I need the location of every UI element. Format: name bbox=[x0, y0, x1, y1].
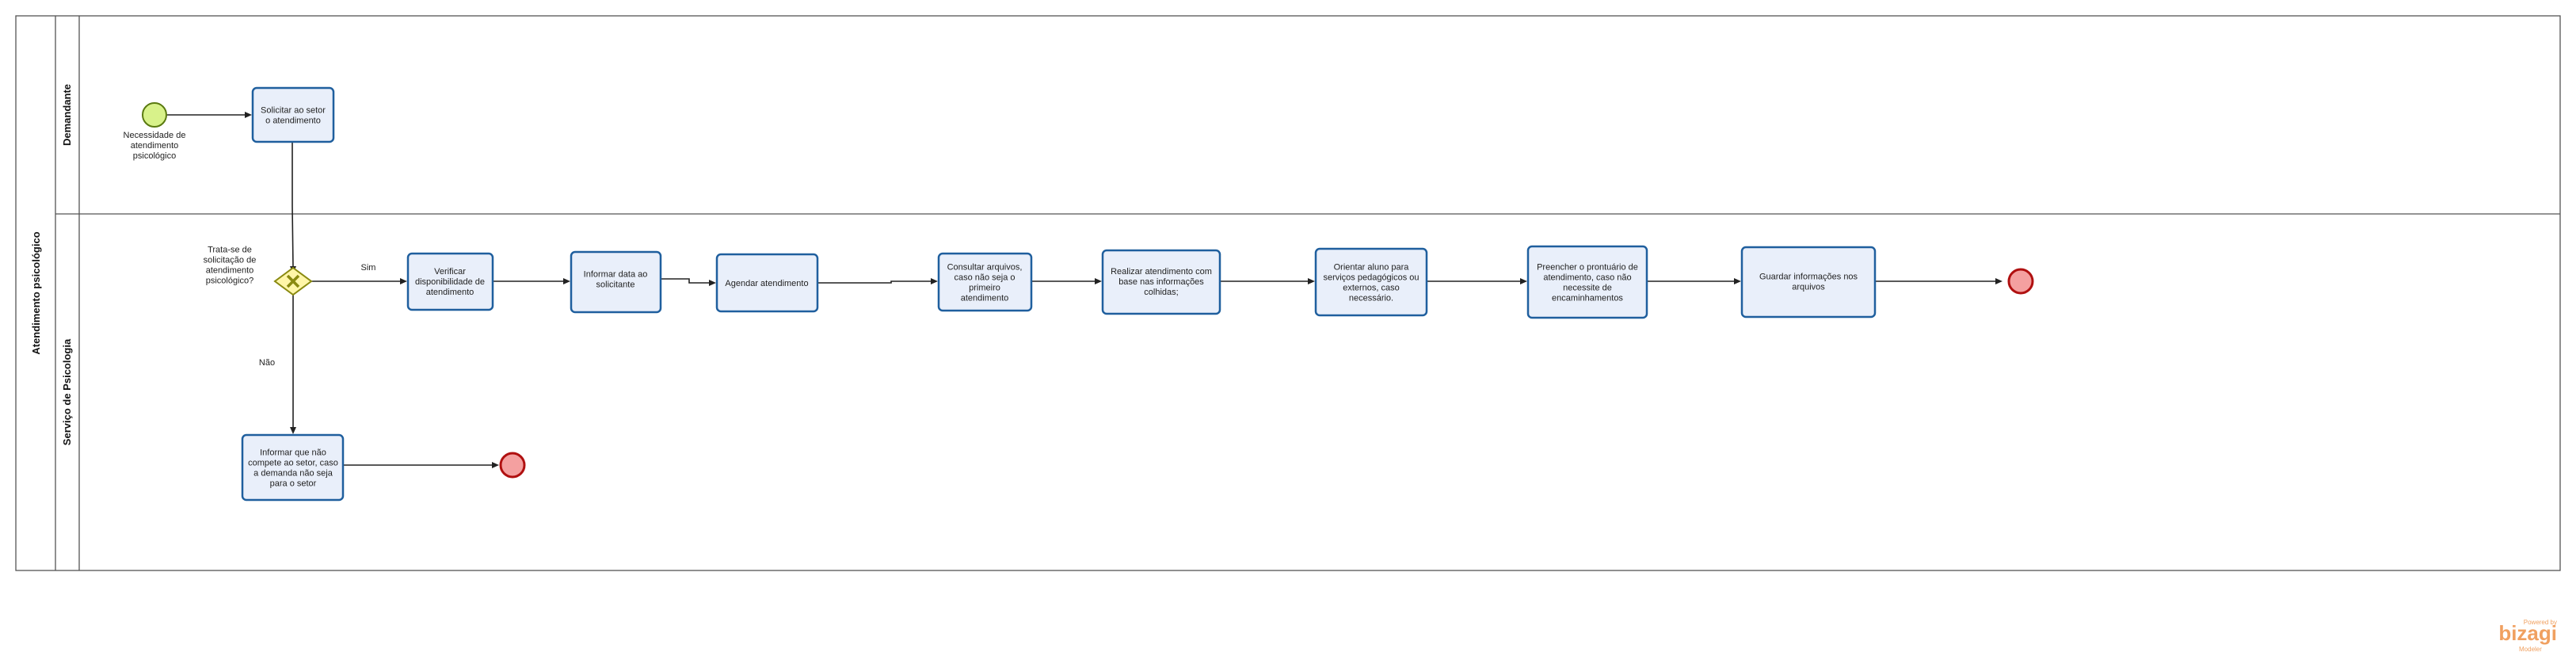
arrowhead bbox=[1734, 278, 1741, 284]
flow-informar-agendar bbox=[661, 278, 711, 284]
watermark-brand: bizagi bbox=[2498, 621, 2557, 645]
flow-label-nao: Não bbox=[259, 358, 275, 368]
label-line: Verificar bbox=[434, 267, 466, 277]
label-line: compete ao setor, caso bbox=[248, 459, 338, 468]
exclusive-gateway[interactable] bbox=[273, 266, 313, 296]
label-line: a demanda não seja bbox=[253, 469, 333, 479]
watermark-edition: Modeler bbox=[2519, 646, 2542, 653]
end-event-rejected[interactable] bbox=[499, 452, 526, 479]
label-line: base nas informações bbox=[1118, 277, 1204, 287]
label-line: disponibilidade de bbox=[415, 277, 485, 287]
flow-agendar-consultar bbox=[817, 280, 932, 284]
arrowhead bbox=[245, 112, 252, 118]
flow-label-sim: Sim bbox=[361, 263, 376, 273]
label-line: Consultar arquivos, bbox=[947, 263, 1023, 273]
end-event-success[interactable] bbox=[2007, 268, 2034, 295]
arrowhead bbox=[1520, 278, 1527, 284]
label-line: solicitação de bbox=[204, 256, 257, 265]
label-line: caso não seja o bbox=[954, 273, 1015, 283]
label-line: atendimento bbox=[426, 288, 474, 297]
arrowhead bbox=[400, 278, 407, 284]
label-line: Informar data ao bbox=[584, 270, 648, 280]
flow-solicitar-gateway bbox=[292, 143, 294, 269]
pool-border bbox=[15, 15, 2561, 571]
label-line: Orientar aluno para bbox=[1334, 263, 1410, 273]
lane-name-demandante: Demandante bbox=[61, 84, 73, 146]
sequence-flows bbox=[167, 114, 1997, 466]
label-line: psicológico bbox=[133, 151, 176, 161]
label-line: serviços pedagógicos ou bbox=[1323, 273, 1419, 283]
label-line: Guardar informações nos bbox=[1759, 273, 1858, 282]
arrowhead bbox=[1308, 278, 1315, 284]
x-marker-icon bbox=[286, 274, 300, 288]
label-line: Solicitar ao setor bbox=[261, 106, 326, 116]
label-line: externos, caso bbox=[1343, 284, 1400, 293]
label-line: arquivos bbox=[1792, 283, 1825, 292]
arrowhead bbox=[492, 462, 499, 468]
label-line: atendimento, caso não bbox=[1543, 273, 1631, 283]
lane-name-psicologia: Serviço de Psicologia bbox=[61, 338, 73, 445]
label-line: psicológico? bbox=[206, 277, 254, 286]
arrowhead bbox=[931, 278, 938, 284]
arrowhead bbox=[709, 280, 716, 286]
label-line: para o setor bbox=[270, 479, 317, 489]
label-line: primeiro bbox=[969, 284, 1000, 293]
task-label: Agendar atendimento bbox=[725, 279, 808, 288]
label-line: atendimento bbox=[961, 294, 1009, 303]
arrowhead bbox=[1995, 278, 2002, 284]
label-line: solicitante bbox=[596, 280, 635, 290]
label-line: Agendar atendimento bbox=[725, 279, 808, 288]
pool-name: Atendimento psicológico bbox=[30, 231, 42, 354]
label-line: Trata-se de bbox=[208, 246, 252, 255]
label-line: colhidas; bbox=[1144, 288, 1178, 297]
label-line: Necessidade de bbox=[124, 131, 186, 140]
label-line: atendimento bbox=[131, 141, 179, 151]
bizagi-watermark: Powered by bizagi Modeler bbox=[2498, 619, 2557, 653]
label-line: Informar que não bbox=[260, 448, 326, 458]
label-line: atendimento bbox=[206, 266, 254, 276]
label-line: necessário. bbox=[1349, 294, 1393, 303]
arrowhead bbox=[290, 427, 296, 434]
arrowhead bbox=[1095, 278, 1102, 284]
label-line: encaminhamentos bbox=[1552, 294, 1623, 303]
label-line: Preencher o prontuário de bbox=[1537, 263, 1638, 273]
task-agendar[interactable]: Agendar atendimento bbox=[715, 253, 819, 313]
arrowhead bbox=[563, 278, 570, 284]
start-event[interactable] bbox=[142, 102, 167, 128]
label-line: necessite de bbox=[1563, 284, 1612, 293]
watermark-powered: Powered by bbox=[2524, 619, 2557, 626]
label-line: Realizar atendimento com bbox=[1111, 267, 1212, 277]
label-line: o atendimento bbox=[265, 116, 321, 126]
